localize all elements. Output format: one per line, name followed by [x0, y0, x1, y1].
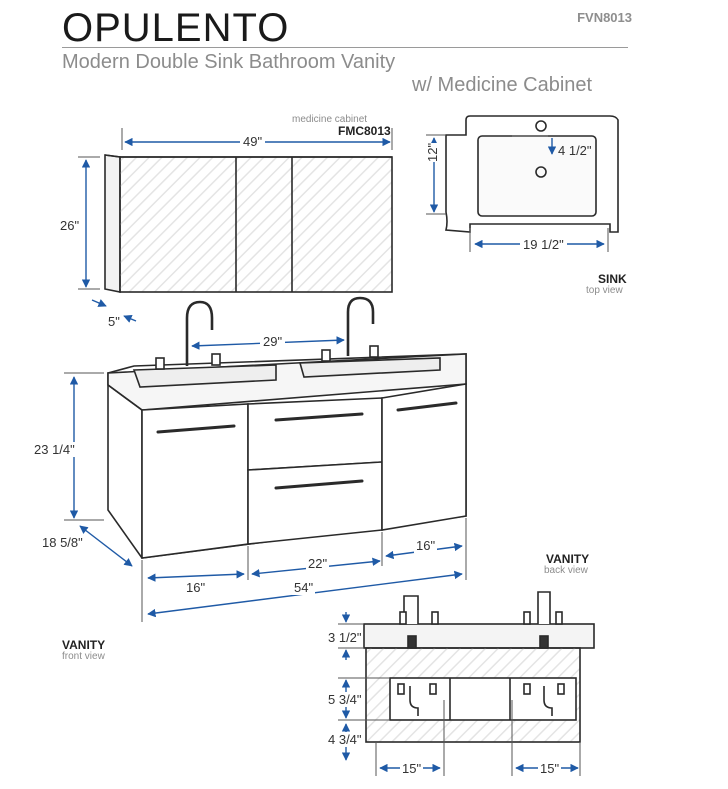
- sink-top-view: [444, 115, 619, 233]
- vanity-depth-label: 18 5/8": [42, 535, 83, 550]
- sink-drain-offset-label: 4 1/2": [558, 143, 592, 158]
- subtitle-line-2: w/ Medicine Cabinet: [412, 74, 593, 96]
- vanity-front-view: [107, 353, 467, 559]
- back-bottom-height-label: 4 3/4": [328, 732, 362, 747]
- sink-width-label: 19 1/2": [520, 237, 567, 252]
- faucet-spacing-label: 29": [260, 334, 286, 349]
- cabinet-width-label: 49": [240, 134, 266, 149]
- vanity-front-title: VANITY: [62, 638, 106, 652]
- back-top-height-label: 3 1/2": [328, 630, 362, 645]
- vanity-front-view-label: front view: [62, 651, 105, 662]
- back-left-offset-label: 15": [400, 761, 424, 776]
- center-width-label: 22": [306, 556, 330, 571]
- cabinet-height-label: 26": [60, 218, 80, 233]
- faucets: [155, 296, 379, 370]
- right-door-label: 16": [414, 538, 438, 553]
- brand-title: OPULENTO: [62, 6, 290, 50]
- cabinet-code: FMC8013: [338, 124, 391, 138]
- header-rule: [62, 47, 628, 48]
- left-door-label: 16": [186, 580, 206, 595]
- vanity-back-view-label: back view: [544, 565, 588, 576]
- vanity-back-view: [363, 591, 595, 743]
- sink-view: top view: [586, 285, 623, 296]
- model-number: FVN8013: [577, 10, 632, 25]
- total-width-label: 54": [292, 580, 316, 595]
- vanity-handles: [156, 401, 458, 490]
- cabinet-caption: medicine cabinet: [292, 114, 368, 125]
- cabinet-depth-line: [91, 299, 107, 307]
- vanity-height-label: 23 1/4": [34, 442, 75, 457]
- medicine-cabinet: [104, 154, 393, 293]
- cabinet-depth-label: 5": [108, 314, 120, 329]
- sink-title: SINK: [598, 272, 627, 286]
- sink-depth-label: 12": [425, 142, 440, 162]
- back-right-offset-label: 15": [538, 761, 562, 776]
- subtitle-line-1: Modern Double Sink Bathroom Vanity: [62, 51, 396, 73]
- back-mid-height-label: 5 3/4": [328, 692, 362, 707]
- left-door-line: [147, 570, 245, 582]
- vanity-back-title: VANITY: [546, 552, 590, 566]
- vanity-depth-line: [79, 525, 133, 567]
